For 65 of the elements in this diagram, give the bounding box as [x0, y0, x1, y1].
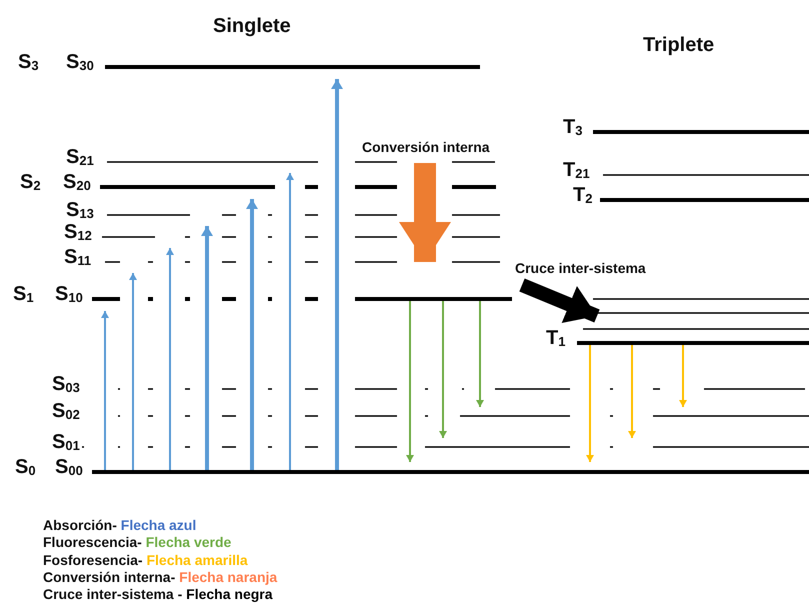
energy-level-line	[105, 65, 480, 69]
heading: Triplete	[643, 34, 714, 56]
level-label: S$_{2}$	[20, 171, 41, 195]
legend-sample-text: Flecha naranja	[178, 568, 278, 585]
energy-level-line	[105, 261, 500, 263]
legend-text: Fosforesencia-	[43, 552, 143, 568]
arrow	[286, 173, 294, 470]
edge-label: Conversión interna	[362, 139, 490, 155]
arrow	[628, 345, 636, 438]
edge-label: Cruce inter-sistema	[515, 260, 646, 276]
arrow	[201, 226, 213, 470]
energy-level-line	[102, 236, 500, 238]
arrow	[439, 301, 447, 438]
level-label: S$_{00}$	[55, 456, 83, 480]
energy-level-line	[593, 298, 809, 300]
legend-text: Absorción-	[43, 517, 117, 533]
energy-level-line	[593, 130, 809, 134]
arrow	[399, 163, 451, 262]
level-label: S$_{3}$	[18, 51, 39, 75]
level-label: S$_{21}$	[66, 146, 94, 170]
level-label: S$_{02}$	[52, 400, 80, 424]
level-label: S$_{11}$	[64, 246, 92, 270]
legend-text: Fluorescencia-	[43, 534, 142, 550]
level-label: T$_{1}$	[546, 327, 566, 351]
level-label: S$_{30}$	[66, 51, 94, 75]
legend-text: Conversión interna-	[43, 568, 176, 585]
energy-level-line	[583, 328, 809, 330]
legend-sample-text: Flecha amarilla	[145, 552, 248, 568]
level-label: S$_{03}$	[52, 373, 80, 397]
level-label: S$_{13}$	[66, 199, 94, 223]
arrow	[331, 79, 343, 470]
energy-level-line	[600, 198, 809, 202]
arrow	[679, 345, 687, 407]
arrow	[519, 278, 600, 324]
energy-level-line	[118, 388, 805, 390]
legend-sample-text: Flecha azul	[120, 517, 196, 533]
arrow	[101, 311, 109, 470]
arrow	[166, 248, 174, 470]
arrow	[476, 301, 484, 407]
level-label: S$_{10}$	[55, 283, 83, 307]
energy-level-line	[603, 174, 809, 176]
level-label: T$_{2}$	[573, 184, 592, 208]
level-label: S$_{20}$	[63, 171, 91, 195]
energy-level-line	[82, 446, 809, 448]
level-label: S$_{1}$	[13, 283, 34, 307]
energy-level-line	[92, 297, 512, 301]
legend-sample-text: Flecha verde	[144, 534, 232, 550]
level-label: T$_{21}$	[563, 159, 590, 183]
energy-level-line	[118, 415, 809, 417]
level-label: T$_{3}$	[563, 116, 582, 140]
level-label: S$_{12}$	[64, 221, 92, 245]
arrow	[586, 345, 594, 462]
energy-level-line	[107, 214, 500, 216]
arrow	[129, 273, 137, 470]
level-label: S$_{0}$	[15, 456, 36, 480]
level-label: S$_{01}$	[52, 431, 80, 455]
arrow	[246, 199, 258, 470]
legend-sample-text: Flecha negra	[185, 586, 273, 602]
arrow	[406, 301, 414, 462]
energy-level-line	[107, 161, 495, 163]
energy-level-line	[577, 341, 809, 345]
heading: Singlete	[213, 15, 291, 37]
legend-text: Cruce inter-sistema -	[43, 586, 182, 602]
energy-level-line	[92, 470, 809, 474]
energy-level-line	[100, 185, 496, 189]
